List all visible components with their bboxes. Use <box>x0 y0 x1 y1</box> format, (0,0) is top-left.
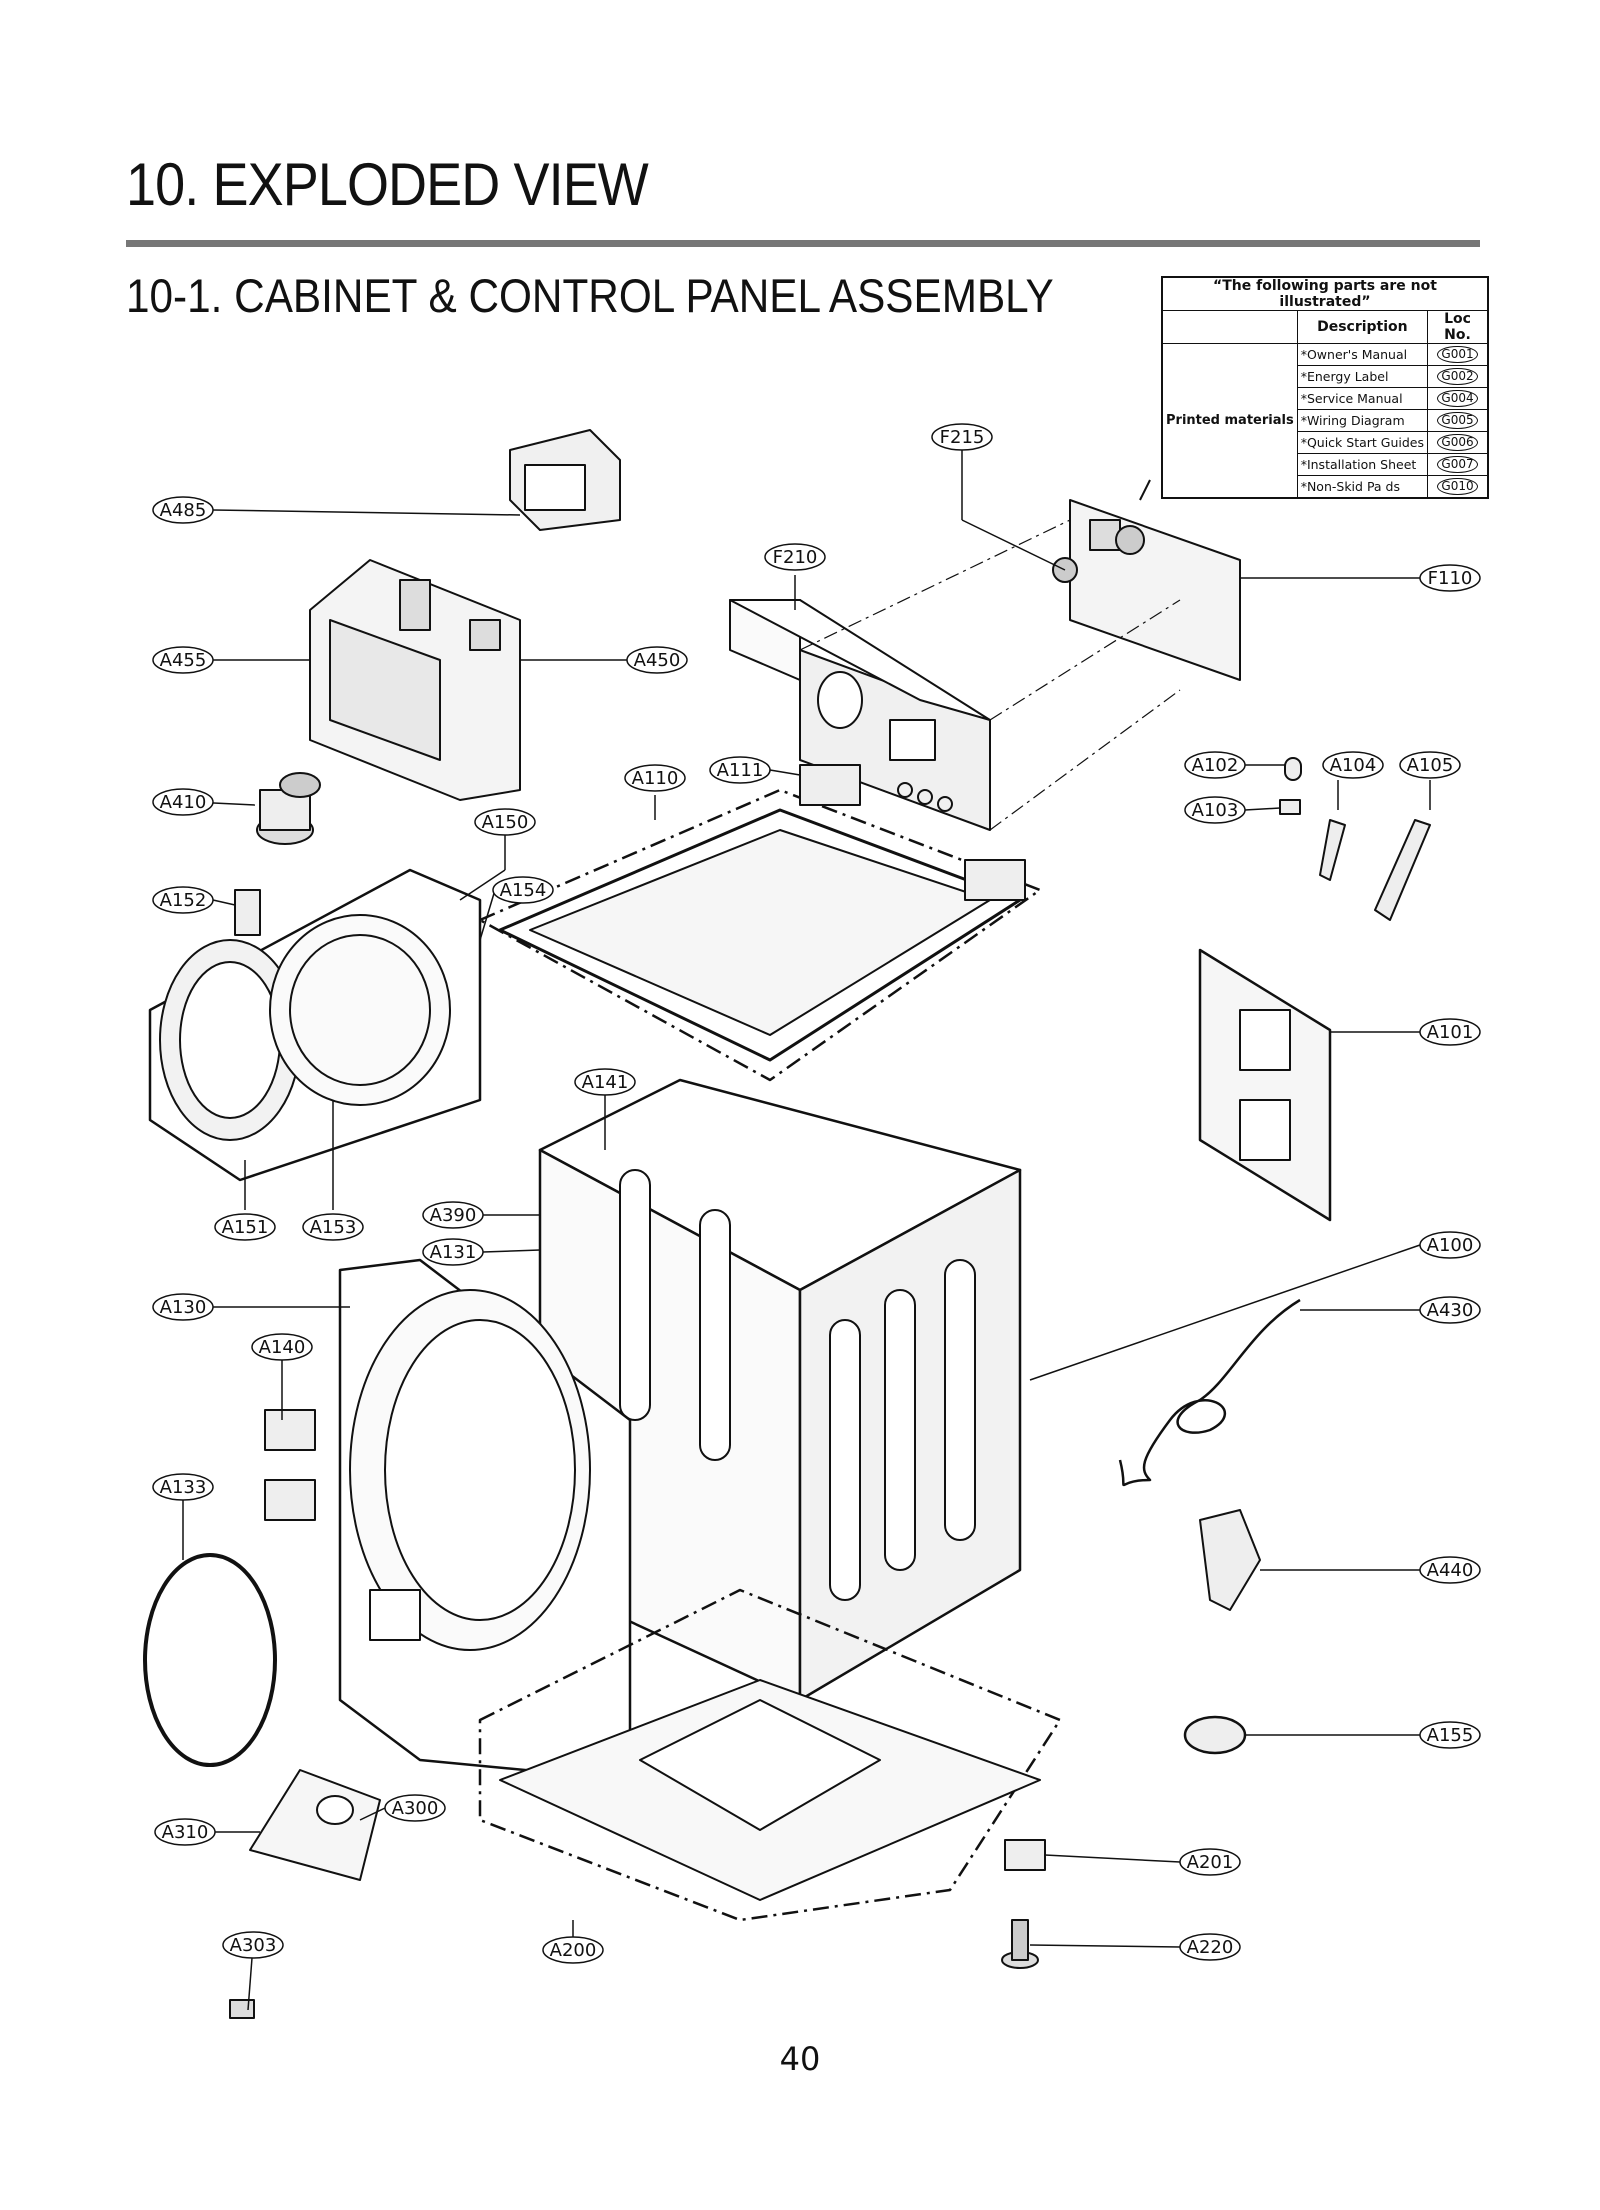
control-pcb-drawing <box>1052 479 1241 681</box>
callout-label: A155 <box>1427 1725 1474 1746</box>
table-row: *Non-Skid Pa ds G010 <box>1162 475 1489 499</box>
callout-label: A303 <box>230 1935 277 1956</box>
door-assembly-drawing <box>148 868 482 1182</box>
table-row: Printed materials *Owner's Manual G001 <box>1161 343 1489 499</box>
callout-label: A200 <box>550 1940 597 1961</box>
table-loc: G006 <box>1437 434 1478 451</box>
callout-label: A104 <box>1330 755 1377 776</box>
table-loc: G010 <box>1437 478 1478 495</box>
callout-label: F110 <box>1428 568 1473 589</box>
table-row: *Quick Start Guides G006 <box>1162 431 1489 454</box>
callout-label: A152 <box>160 890 207 911</box>
callout-label: A153 <box>310 1217 357 1238</box>
callout-label: A100 <box>1427 1235 1474 1256</box>
table-row: *Energy Label G002 <box>1162 365 1489 388</box>
table-row: *Installation Sheet G007 <box>1162 453 1489 476</box>
control-panel-drawing <box>729 519 1181 831</box>
table-desc: *Installation Sheet <box>1296 453 1429 476</box>
callout-label: F210 <box>773 547 818 568</box>
callout-label: F215 <box>940 427 985 448</box>
callout-label: A102 <box>1192 755 1239 776</box>
base-drawing <box>478 1588 1062 1922</box>
page-number: 40 <box>779 2040 821 2078</box>
callout-label: A141 <box>582 1072 629 1093</box>
callout-label: A450 <box>634 650 681 671</box>
title-rule <box>126 240 1480 247</box>
pump-drawing <box>256 772 321 845</box>
table-header-description: Description <box>1296 310 1429 344</box>
back-cover-drawing <box>1198 948 1332 1222</box>
callout-label: A300 <box>392 1798 439 1819</box>
callout-label: A111 <box>717 760 764 781</box>
callout-label: A410 <box>160 792 207 813</box>
callout-label: A101 <box>1427 1022 1474 1043</box>
callout-label: A430 <box>1427 1300 1474 1321</box>
callout-label: A133 <box>160 1477 207 1498</box>
callout-label: A110 <box>632 768 679 789</box>
callout-label: A390 <box>430 1205 477 1226</box>
callout-label: A455 <box>160 650 207 671</box>
callout-label: A131 <box>430 1242 477 1263</box>
callout-label: A310 <box>162 1822 209 1843</box>
front-panel-drawing <box>338 1258 632 1782</box>
callout-labels: A485 A455 A450 A410 A150 A152 A154 A151 … <box>160 427 1474 1961</box>
section-title: 10-1. CABINET & CONTROL PANEL ASSEMBLY <box>126 269 1054 322</box>
display-module-drawing <box>509 429 621 531</box>
table-header-loc: Loc No. <box>1427 310 1489 344</box>
top-plate-drawing <box>478 788 1042 1082</box>
table-desc: *Owner's Manual <box>1296 343 1429 366</box>
table-row: *Wiring Diagram G005 <box>1162 409 1489 432</box>
callout-label: A140 <box>259 1337 306 1358</box>
power-cord-drawing <box>1118 1298 1301 1487</box>
small-parts-drawing <box>229 757 1431 2019</box>
callout-label: A103 <box>1192 800 1239 821</box>
table-loc: G005 <box>1437 412 1478 429</box>
callout-label: A154 <box>500 880 547 901</box>
table-row: *Service Manual G004 <box>1162 387 1489 410</box>
callout-label: A220 <box>1187 1937 1234 1958</box>
table-loc: G004 <box>1437 390 1478 407</box>
leader-lines <box>182 450 1431 2011</box>
callout-label: A440 <box>1427 1560 1474 1581</box>
callout-label: A201 <box>1187 1852 1234 1873</box>
callout-label: A151 <box>222 1217 269 1238</box>
callout-label: A150 <box>482 812 529 833</box>
not-illustrated-parts-table: “The following parts are not illustrated… <box>1161 276 1489 499</box>
table-loc: G002 <box>1437 368 1478 385</box>
door-gasket-drawing <box>143 1553 277 1767</box>
table-loc: G007 <box>1437 456 1478 473</box>
table-desc: *Non-Skid Pa ds <box>1296 475 1429 499</box>
callout-label: A105 <box>1407 755 1454 776</box>
table-group-label: Printed materials <box>1161 343 1298 499</box>
page-title: 10. EXPLODED VIEW <box>126 151 649 218</box>
leg-drawing <box>1001 1919 1039 1969</box>
callout-label: A485 <box>160 500 207 521</box>
table-caption: “The following parts are not illustrated… <box>1161 276 1489 311</box>
callout-label: A130 <box>160 1297 207 1318</box>
table-desc: *Quick Start Guides <box>1296 431 1429 454</box>
drawer-drawing <box>249 1769 381 1881</box>
table-header-blank <box>1161 310 1298 344</box>
table-loc: G001 <box>1437 346 1478 363</box>
table-desc: *Wiring Diagram <box>1296 409 1429 432</box>
main-pcb-drawing <box>309 559 521 801</box>
callout-ovals <box>152 423 1481 1964</box>
